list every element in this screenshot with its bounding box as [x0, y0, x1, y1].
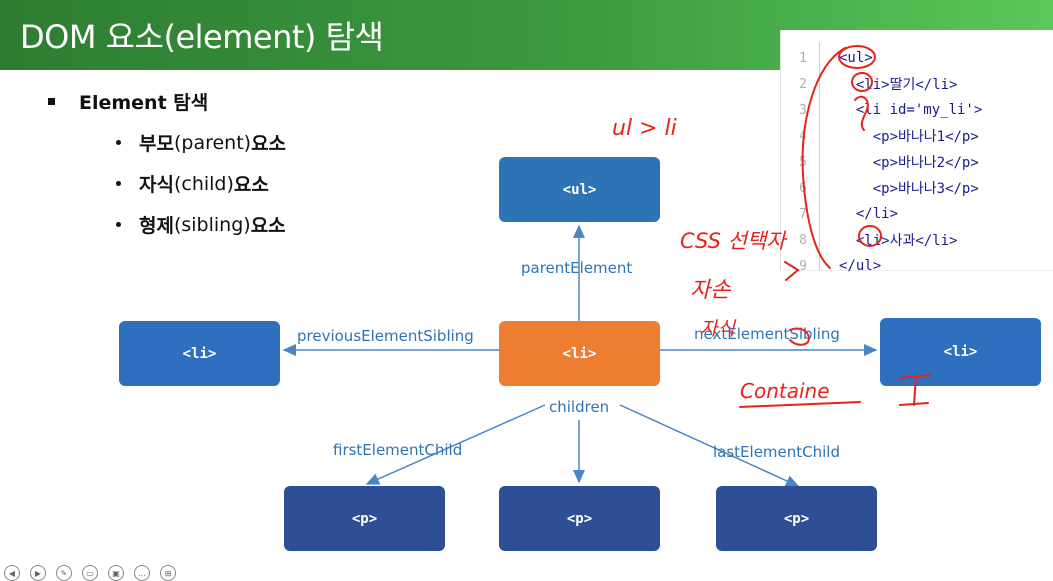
pen-circle-li: [851, 72, 873, 92]
label-previous-sibling: previousElementSibling: [297, 327, 474, 345]
pen-text-css: CSS 선택자: [680, 229, 788, 253]
bullet-parent: 부모(parent) 요소: [116, 129, 286, 156]
pen-mark-li: [854, 95, 869, 131]
bullet-child-en: (child): [173, 172, 234, 195]
gutter-divider: [819, 42, 820, 270]
code-text: <p>바나나3</p>: [839, 181, 979, 197]
code-text: </ul>: [839, 258, 882, 274]
bullet-sibling-en: (sibling): [173, 213, 251, 236]
code-text: <p>바나나2</p>: [839, 155, 979, 171]
node-p-last: <p>: [716, 486, 877, 551]
square-bullet-icon: [48, 98, 55, 105]
bullet-main-text: Element 탐색: [79, 92, 209, 114]
code-line: 3 <li id='my_li'>: [781, 97, 982, 123]
code-line: 1 <ul>: [781, 45, 873, 71]
code-text: <ul>: [839, 50, 873, 66]
bullet-child-ko: 자식: [139, 174, 174, 196]
dot-bullet-icon: [116, 181, 121, 186]
previous-icon[interactable]: ◀: [4, 565, 20, 581]
dot-bullet-icon: [116, 222, 121, 227]
label-children: children: [549, 398, 610, 416]
node-li-next: <li>: [880, 318, 1041, 386]
bullet-sibling-suffix: 요소: [250, 215, 286, 237]
code-line: 9 </ul>: [781, 253, 881, 279]
pen-circle-ul: [838, 45, 876, 69]
bullet-parent-en: (parent): [173, 131, 252, 154]
node-li-current: <li>: [499, 321, 660, 386]
label-parent-element: parentElement: [521, 259, 633, 277]
pen-arrow-mark: [784, 261, 800, 281]
code-text: </li>: [839, 206, 899, 222]
bullet-list: Element 탐색 부모(parent) 요소 자식(child) 요소 형제…: [48, 88, 286, 238]
bullet-parent-ko: 부모: [139, 133, 174, 155]
code-text: <li id='my_li'>: [839, 102, 983, 118]
arrow-last: [619, 404, 800, 487]
zoom-icon[interactable]: ▣: [108, 565, 124, 581]
code-text: <p>바나나1</p>: [839, 129, 979, 145]
pen-underline-container: [739, 401, 861, 408]
label-first-child: firstElementChild: [333, 441, 463, 459]
pen-circle-li-2: [858, 225, 882, 247]
page-title: DOM 요소(element) 탐색: [20, 18, 384, 56]
slides-icon[interactable]: ▭: [82, 565, 98, 581]
code-text: <li>딸기</li>: [839, 77, 958, 93]
dot-bullet-icon: [116, 140, 121, 145]
node-ul: <ul>: [499, 157, 660, 222]
bullet-parent-suffix: 요소: [251, 133, 287, 155]
line-number: 7: [799, 206, 807, 222]
line-number: 9: [799, 258, 807, 274]
node-p-middle: <p>: [499, 486, 660, 551]
bullet-sibling: 형제(sibling) 요소: [116, 211, 286, 238]
line-number: 3: [799, 102, 807, 118]
node-p-first: <p>: [284, 486, 445, 551]
next-icon[interactable]: ▶: [30, 565, 46, 581]
code-editor-panel: 1<ul> 2 <li>딸기</li> 3 <li id='my_li'> 4 …: [780, 30, 1053, 274]
presentation-controls: ◀ ▶ ✎ ▭ ▣ … ⊞: [0, 565, 234, 581]
pen-bracket-curve: [801, 47, 846, 269]
arrow-first: [365, 404, 546, 485]
grid-icon[interactable]: ⊞: [160, 565, 176, 581]
bullet-child-suffix: 요소: [233, 174, 269, 196]
bullet-sibling-ko: 형제: [139, 215, 174, 237]
pen-text-descendant: 자손: [690, 278, 732, 303]
line-number: 2: [799, 76, 807, 92]
bullet-main: Element 탐색: [48, 88, 286, 115]
node-li-previous: <li>: [119, 321, 280, 386]
code-line: 7 </li>: [781, 201, 898, 227]
pen-icon[interactable]: ✎: [56, 565, 72, 581]
label-last-child: lastElementChild: [713, 443, 840, 461]
pen-text-ul-li: ul > li: [612, 116, 677, 141]
line-number: 1: [799, 50, 807, 66]
pen-bracket-mark: [899, 374, 931, 406]
bullet-child: 자식(child) 요소: [116, 170, 286, 197]
more-icon[interactable]: …: [134, 565, 150, 581]
pen-text-container: Containe: [740, 379, 830, 403]
pen-text-child: 자식: [700, 318, 736, 340]
pen-circle-li-next: [789, 327, 810, 346]
code-line: 2 <li>딸기</li>: [781, 71, 957, 97]
line-number: 8: [799, 232, 807, 248]
